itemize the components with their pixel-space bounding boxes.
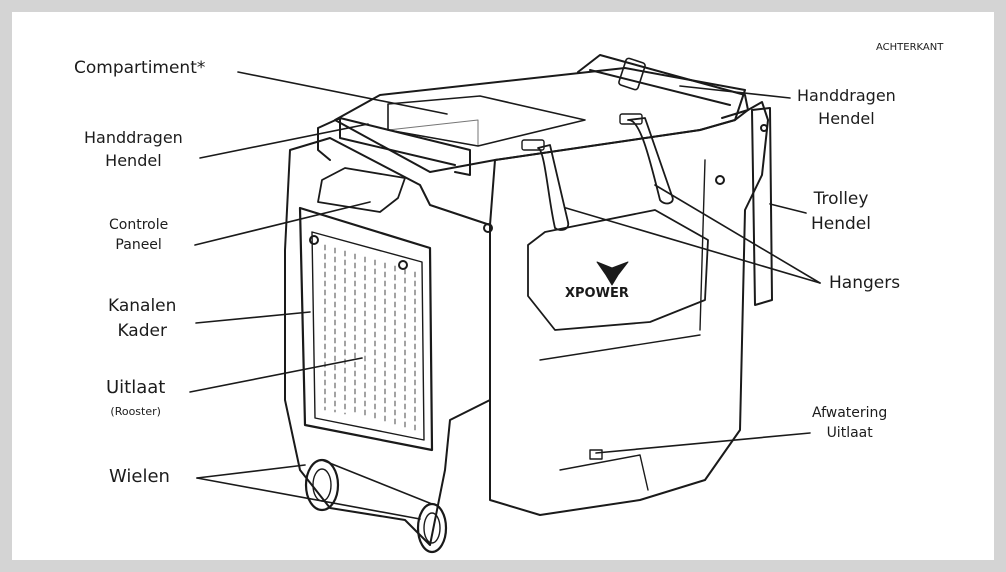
trolley-handle: [751, 107, 773, 306]
label-compartiment: Compartiment*: [74, 58, 206, 78]
label-trolley: Trolley Hendel: [811, 189, 871, 234]
control-panel: [317, 167, 406, 213]
rear-handle: [577, 54, 749, 119]
label-outlet: Uitlaat (Rooster): [106, 377, 166, 419]
corner-label: ACHTERKANT: [876, 42, 944, 53]
brand-mark: XPOWER: [565, 286, 629, 301]
front-handle: [317, 117, 471, 176]
grille-holes: [324, 244, 416, 433]
label-wheels: Wielen: [109, 466, 170, 487]
exhaust-grille: [311, 231, 425, 441]
label-handgrip-right: Handdragen Hendel: [797, 86, 896, 129]
label-duct-frame: Kanalen Kader: [108, 296, 177, 341]
label-control-panel: Controle Paneel: [109, 217, 169, 254]
hanger-left: [537, 144, 570, 231]
compartment-opening: [387, 95, 586, 147]
label-hangers: Hangers: [829, 273, 901, 293]
hanger-right: [627, 117, 674, 205]
side-panel: [489, 101, 769, 516]
logo-recess: [527, 209, 709, 331]
front-face: [284, 137, 491, 546]
drain-outlet: [589, 449, 603, 460]
top-lid: [334, 67, 746, 173]
wheel-right: [416, 502, 448, 554]
label-drain: Afwatering Uitlaat: [812, 405, 888, 442]
xpower-emblem: [596, 261, 629, 286]
leader-lines: [189, 71, 821, 520]
label-handgrip-left: Handdragen Hendel: [84, 128, 183, 171]
duct-frame: [298, 206, 434, 452]
